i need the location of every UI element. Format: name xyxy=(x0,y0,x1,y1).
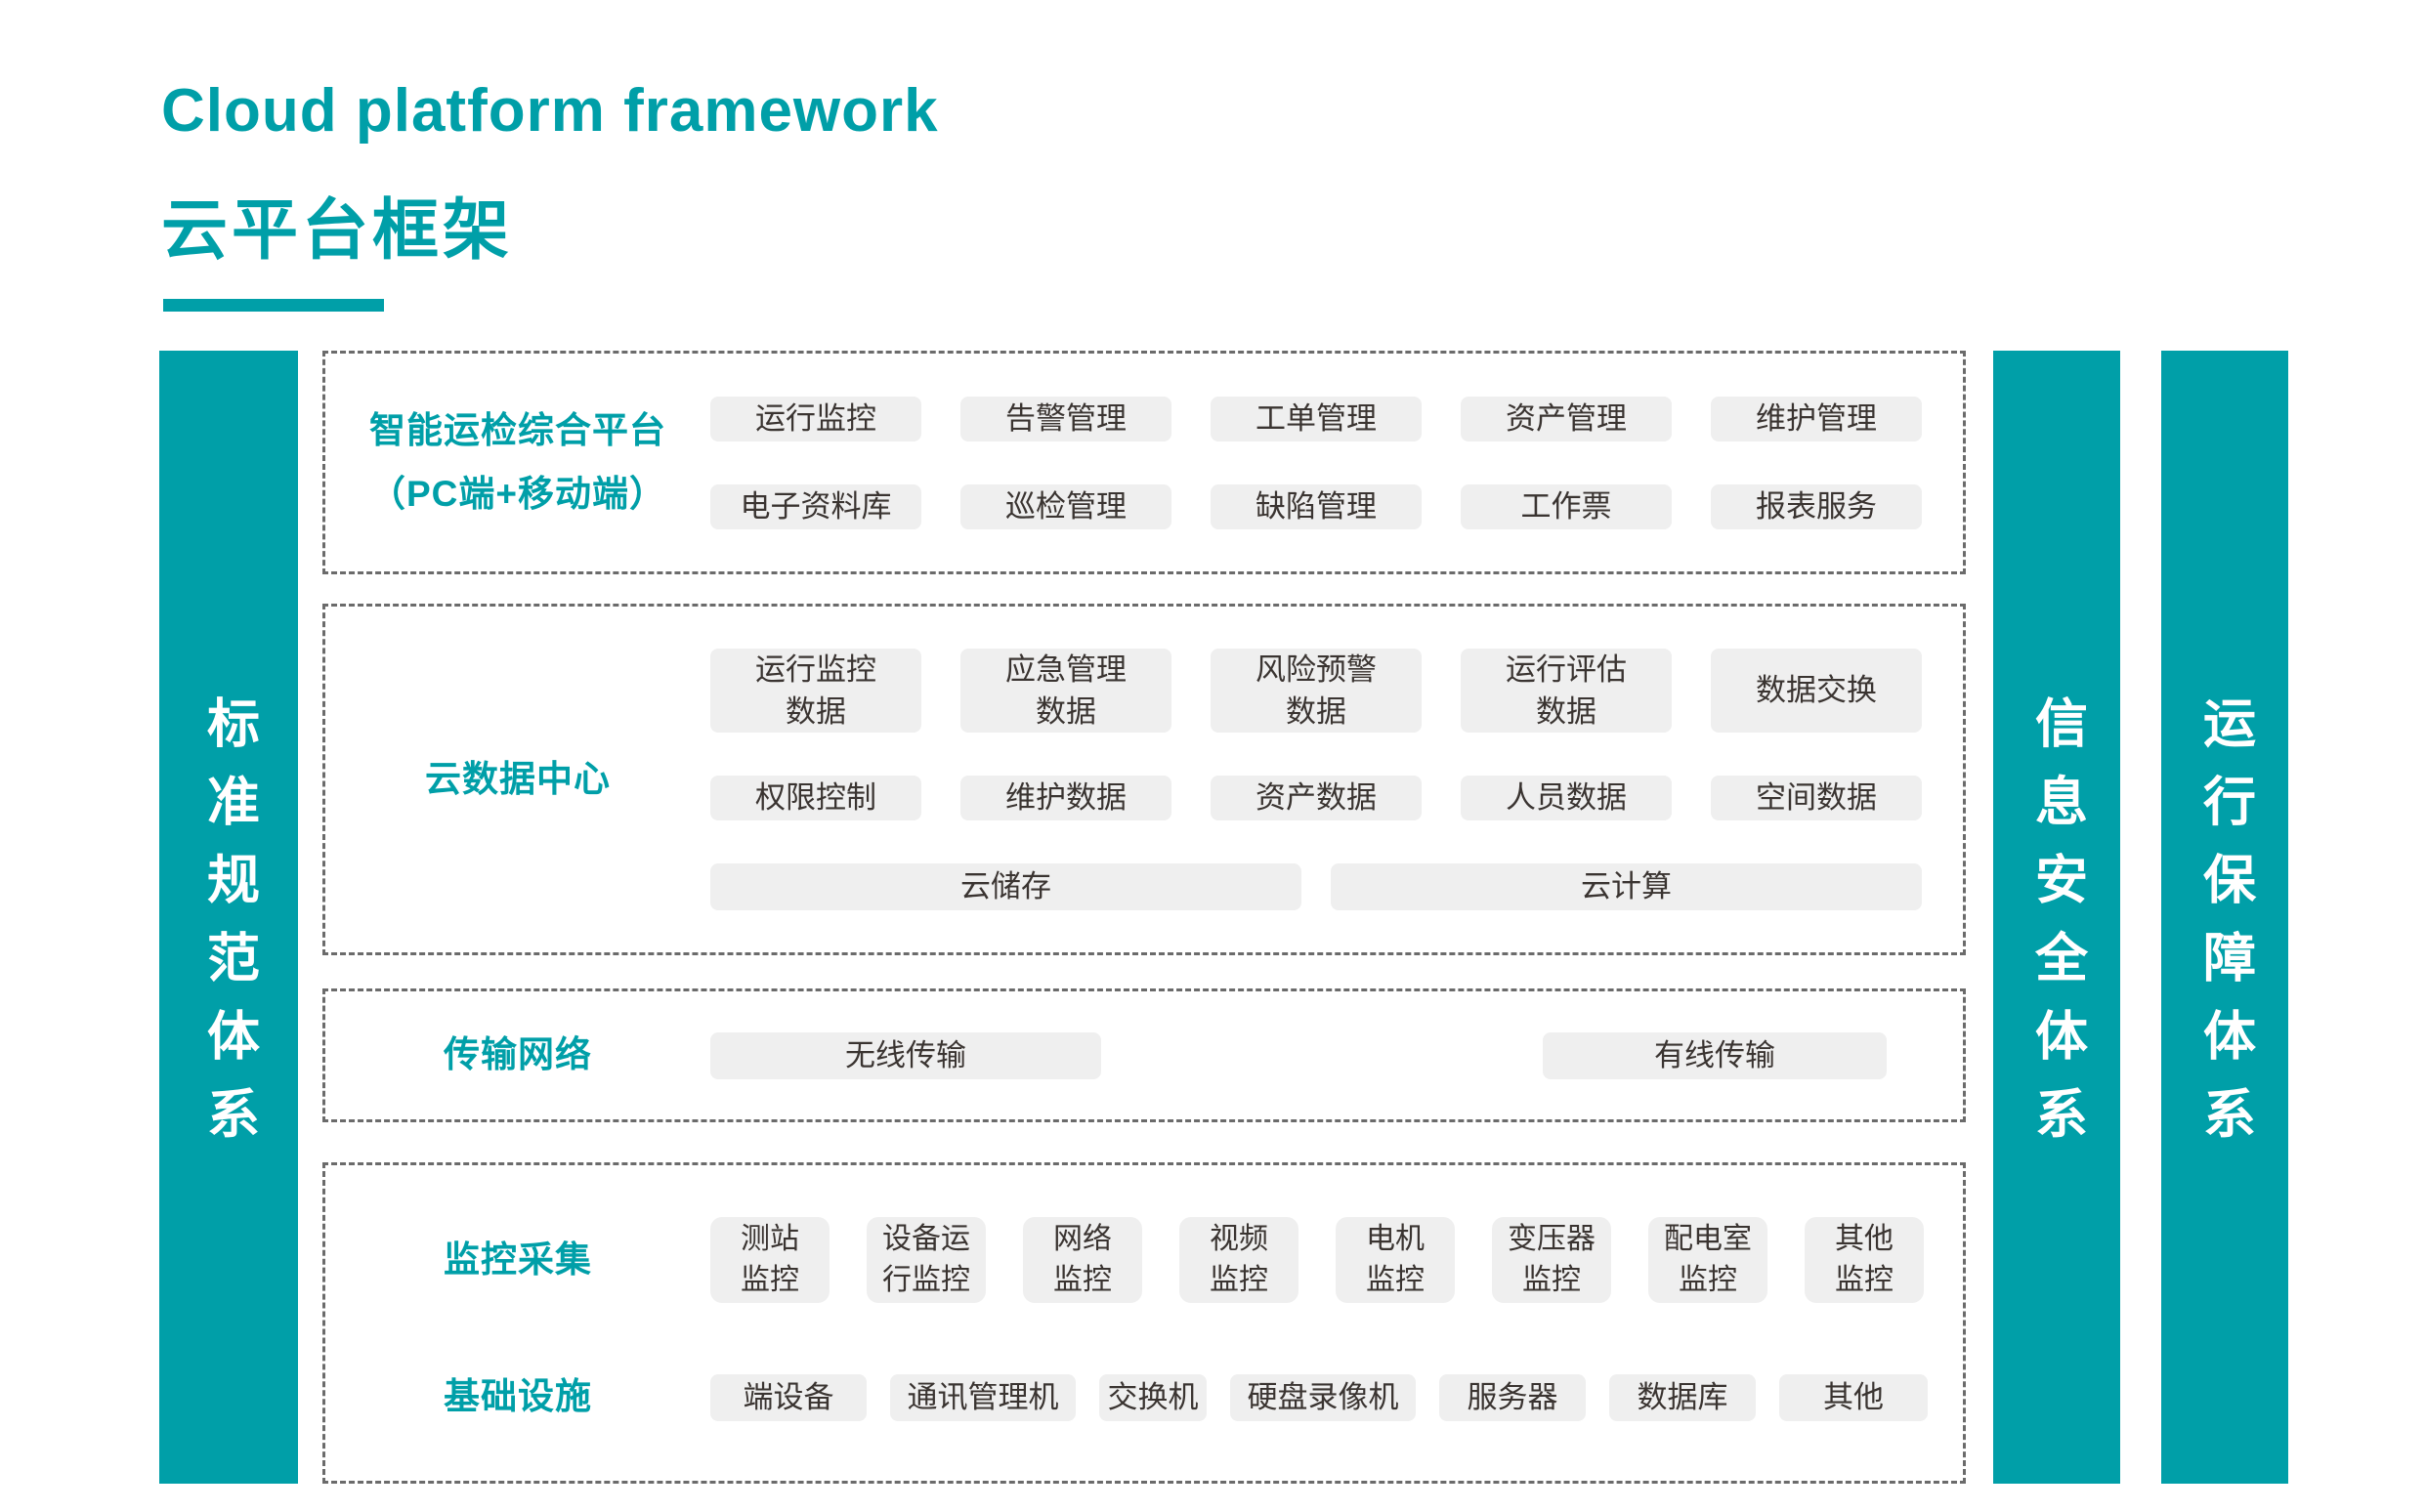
module-chip: 维护管理 xyxy=(1711,396,1922,441)
module-chip: 工作票 xyxy=(1461,483,1672,529)
layer-network: 传输网络 无线传输 有线传输 xyxy=(322,988,1966,1122)
pillar-operation-support: 运行保障体系 xyxy=(2161,351,2288,1484)
title-underline xyxy=(163,299,384,312)
pillar-operation-support-label: 运行保障体系 xyxy=(2194,695,2254,1164)
module-chip: 其他 监控 xyxy=(1805,1217,1924,1304)
data-center-row-1: 运行监控 数据 应急管理 数据 风险预警 数据 运行评估 数据 数据交换 xyxy=(710,649,1922,733)
infrastructure-row: 端设备 通讯管理机 交换机 硬盘录像机 服务器 数据库 其他 xyxy=(710,1373,1928,1421)
module-chip: 资产数据 xyxy=(1211,776,1422,820)
pillar-info-security: 信息安全体系 xyxy=(1993,351,2120,1484)
data-center-row-3: 云储存 云计算 xyxy=(710,863,1922,910)
module-chip: 权限控制 xyxy=(710,776,921,820)
module-chip: 硬盘录像机 xyxy=(1230,1373,1416,1421)
platform-row-1: 运行监控 告警管理 工单管理 资产管理 维护管理 xyxy=(710,396,1922,441)
module-chip: 风险预警 数据 xyxy=(1211,649,1422,733)
platform-row-2: 电子资料库 巡检管理 缺陷管理 工作票 报表服务 xyxy=(710,483,1922,529)
network-row: 无线传输 有线传输 xyxy=(710,1031,1916,1079)
module-chip: 变压器 监控 xyxy=(1492,1217,1611,1304)
module-chip: 告警管理 xyxy=(960,396,1171,441)
module-chip: 测站 监控 xyxy=(710,1217,830,1304)
module-chip: 电子资料库 xyxy=(710,483,921,529)
pillar-standards-system: 标准规范体系 xyxy=(159,351,298,1484)
module-chip: 云储存 xyxy=(710,863,1301,910)
module-chip: 配电室 监控 xyxy=(1648,1217,1767,1304)
module-chip: 维护数据 xyxy=(960,776,1171,820)
layer-data-center-label: 云数据中心 xyxy=(425,758,611,799)
module-chip: 设备运 行监控 xyxy=(867,1217,986,1304)
module-chip: 交换机 xyxy=(1099,1373,1207,1421)
module-chip: 有线传输 xyxy=(1543,1031,1887,1079)
layer-collection: 监控采集 测站 监控 设备运 行监控 网络 监控 视频 监控 电机 监控 变压器… xyxy=(322,1162,1966,1484)
module-chip: 数据库 xyxy=(1609,1373,1756,1421)
module-chip: 报表服务 xyxy=(1711,483,1922,529)
module-chip: 运行评估 数据 xyxy=(1461,649,1672,733)
module-chip: 缺陷管理 xyxy=(1211,483,1422,529)
module-chip: 工单管理 xyxy=(1211,396,1422,441)
page-title-en: Cloud platform framework xyxy=(161,77,939,145)
module-chip: 服务器 xyxy=(1439,1373,1586,1421)
module-chip: 网络 监控 xyxy=(1023,1217,1142,1304)
module-chip: 空间数据 xyxy=(1711,776,1922,820)
layer-data-center: 云数据中心 运行监控 数据 应急管理 数据 风险预警 数据 运行评估 数据 数据… xyxy=(322,604,1966,955)
pillar-info-security-label: 信息安全体系 xyxy=(2026,695,2086,1164)
module-chip: 云计算 xyxy=(1331,863,1922,910)
module-chip: 无线传输 xyxy=(710,1031,1101,1079)
pillar-standards-label: 标准规范体系 xyxy=(198,695,258,1164)
module-chip: 其他 xyxy=(1779,1373,1928,1421)
module-chip: 资产管理 xyxy=(1461,396,1672,441)
data-center-row-2: 权限控制 维护数据 资产数据 人员数据 空间数据 xyxy=(710,776,1922,820)
monitor-row: 测站 监控 设备运 行监控 网络 监控 视频 监控 电机 监控 变压器 监控 配… xyxy=(710,1217,1924,1304)
layer-network-label: 传输网络 xyxy=(444,1034,592,1075)
layer-platform-label: 智能运检综合平台 （PC端+移动端） xyxy=(368,409,666,514)
module-chip: 运行监控 数据 xyxy=(710,649,921,733)
module-chip: 视频 监控 xyxy=(1179,1217,1298,1304)
module-chip: 数据交换 xyxy=(1711,649,1922,733)
page-title-zh: 云平台框架 xyxy=(161,193,514,268)
module-chip: 通讯管理机 xyxy=(890,1373,1076,1421)
module-chip: 巡检管理 xyxy=(960,483,1171,529)
module-chip: 端设备 xyxy=(710,1373,867,1421)
module-chip: 运行监控 xyxy=(710,396,921,441)
layer-platform: 智能运检综合平台 （PC端+移动端） 运行监控 告警管理 工单管理 资产管理 维… xyxy=(322,351,1966,574)
monitor-collection-label: 监控采集 xyxy=(444,1239,592,1280)
module-chip: 人员数据 xyxy=(1461,776,1672,820)
infrastructure-label: 基础设施 xyxy=(444,1376,592,1417)
module-chip: 电机 监控 xyxy=(1336,1217,1455,1304)
module-chip: 应急管理 数据 xyxy=(960,649,1171,733)
